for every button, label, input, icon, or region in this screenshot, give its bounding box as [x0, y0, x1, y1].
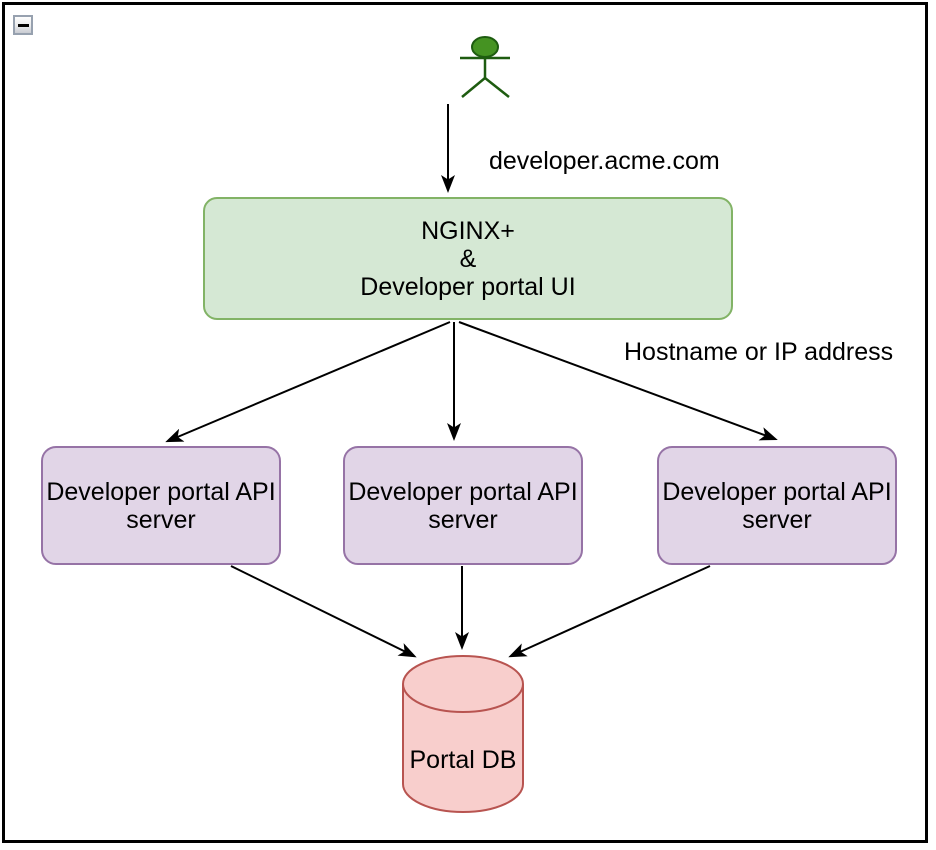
edge-label-hostname-or-ip: Hostname or IP address: [624, 338, 894, 366]
node-api-server-2[interactable]: Developer portal API server: [343, 446, 583, 565]
collapse-button[interactable]: [13, 15, 33, 35]
node-database-label: Portal DB: [409, 746, 517, 774]
actor-left-leg: [461, 77, 486, 98]
arrow-api-3-to-db: [508, 565, 711, 658]
arrow-gateway-to-api-3: [458, 321, 778, 441]
node-api-server-1[interactable]: Developer portal API server: [41, 446, 281, 565]
arrow-gateway-to-api-1: [165, 321, 451, 443]
node-nginx-gateway[interactable]: NGINX+ & Developer portal UI: [203, 197, 733, 320]
arrow-api-1-to-db: [230, 565, 417, 658]
actor-head: [471, 36, 499, 58]
node-database[interactable]: [402, 655, 524, 813]
user-actor-icon[interactable]: [460, 36, 510, 98]
database-cylinder-body: [402, 684, 524, 813]
actor-right-leg: [484, 77, 510, 98]
node-api-server-3[interactable]: Developer portal API server: [657, 446, 897, 565]
minus-icon: [17, 23, 29, 27]
edge-label-developer-domain: developer.acme.com: [489, 147, 720, 175]
database-cylinder-top: [402, 655, 524, 713]
